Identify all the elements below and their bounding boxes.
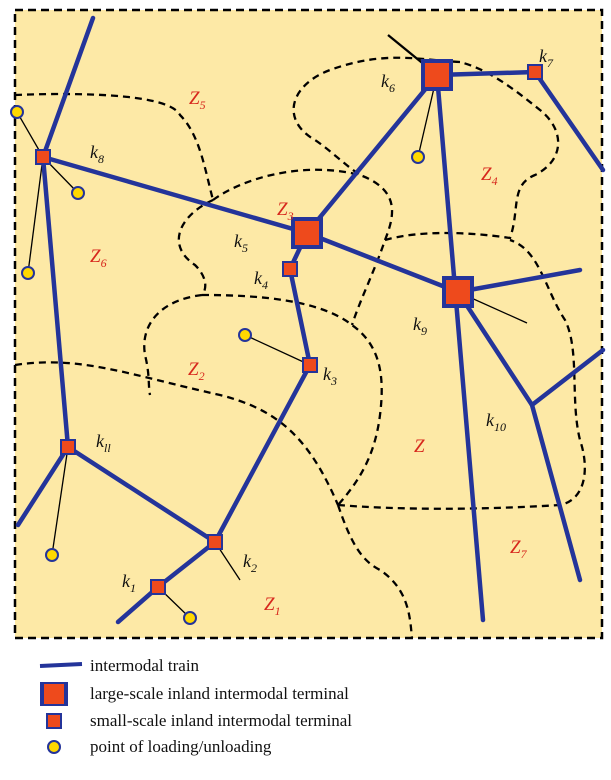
legend-row-train: intermodal train	[30, 654, 199, 678]
small-terminal-icon	[30, 709, 90, 733]
legend: intermodal train large-scale inland inte…	[0, 650, 611, 780]
terminal-k3	[302, 357, 318, 373]
zone-boundary-z7	[337, 238, 586, 510]
legend-row-point: point of loading/unloading	[30, 735, 271, 759]
terminal-k1	[150, 579, 166, 595]
legend-label-point: point of loading/unloading	[90, 737, 272, 756]
train-line-k6-south	[434, 72, 486, 623]
train-line-k8-north	[40, 15, 96, 160]
legend-row-large-terminal: large-scale inland intermodal terminal	[30, 680, 349, 708]
train-line-k8-k5	[40, 154, 310, 236]
loading-point-icon	[30, 735, 90, 759]
legend-label-train: intermodal train	[90, 656, 200, 675]
train-line-k8-k11	[40, 154, 71, 450]
terminal-k2	[207, 534, 223, 550]
loading-points	[10, 105, 425, 625]
large-terminal-icon	[30, 680, 90, 708]
zone-boundary-z4	[384, 60, 560, 242]
zone-label-z: Z	[414, 436, 425, 457]
train-line-k5-k6	[304, 72, 440, 236]
train-line-k6-k7	[434, 69, 538, 78]
terminal-k6	[421, 59, 453, 91]
loading-point	[71, 186, 85, 200]
legend-label-small-terminal: small-scale inland intermodal terminal	[90, 711, 352, 730]
region-boundary	[13, 8, 604, 640]
legend-row-small-terminal: small-scale inland intermodal terminal	[30, 709, 352, 733]
loading-point	[45, 548, 59, 562]
train-line-k3-k4	[287, 266, 313, 368]
terminal-k11	[60, 439, 76, 455]
terminals	[35, 59, 543, 595]
terminal-k7	[527, 64, 543, 80]
terminal-k5	[291, 217, 323, 249]
terminal-k4	[282, 261, 298, 277]
train-line-k9-k10	[455, 289, 535, 408]
network-diagram: k1 k2 k3 k4 k5 k6 k7 k8 k9 k10 kll Z1 Z2…	[10, 8, 606, 640]
zone-boundaries	[14, 56, 586, 639]
terminal-k9	[442, 276, 474, 308]
zone-boundary-z4-left	[292, 56, 461, 176]
loading-point	[238, 328, 252, 342]
train-line-k11-k2	[65, 444, 218, 545]
train-line-k11-west	[15, 444, 71, 528]
legend-label-large-terminal: large-scale inland intermodal terminal	[90, 684, 349, 703]
train-line-k7-east	[532, 69, 606, 173]
train-line-k5-k9	[304, 230, 461, 295]
train-line-k2-k1	[155, 539, 218, 590]
loading-point	[411, 150, 425, 164]
train-line-k2-k3	[212, 362, 313, 545]
loading-point	[21, 266, 35, 280]
train-line-k10-east	[529, 347, 606, 408]
train-line-k10-south	[529, 402, 583, 583]
terminal-k8	[35, 149, 51, 165]
zone-boundary-z1-bottom	[336, 504, 414, 639]
loading-point	[10, 105, 24, 119]
zone-boundary-z3	[177, 198, 214, 296]
train-line-icon	[30, 654, 90, 678]
zone-boundary-z2	[143, 293, 203, 396]
zone-boundary-z3-top	[212, 168, 394, 326]
zone-boundary-z1	[14, 361, 340, 506]
zone-boundary-z2-right	[201, 293, 383, 506]
loading-point	[183, 611, 197, 625]
train-line-k9-east	[455, 267, 583, 295]
